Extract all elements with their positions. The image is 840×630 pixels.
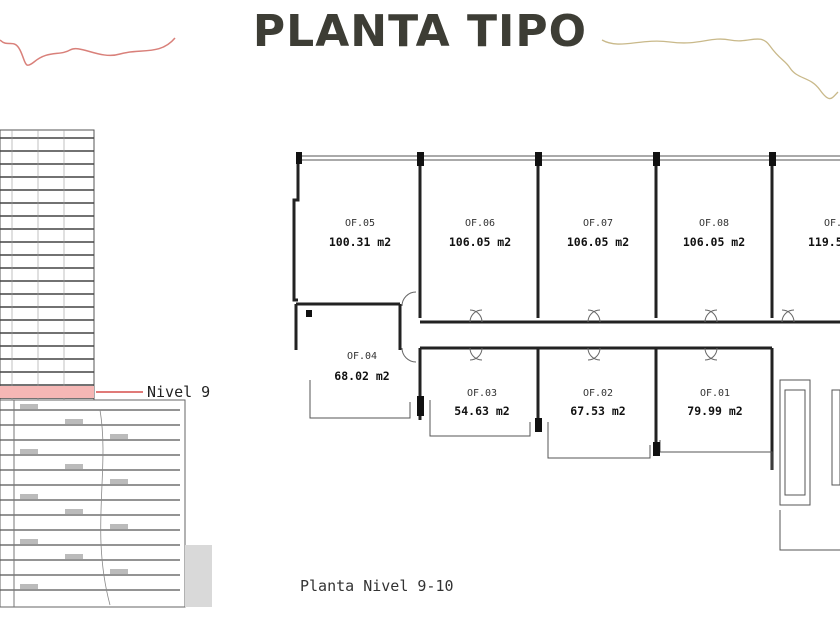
office-area: 68.02 m2: [334, 369, 389, 383]
office-id: OF.03: [467, 388, 497, 399]
car-silhouette: [65, 509, 83, 514]
office-area: 100.31 m2: [329, 235, 391, 249]
car-silhouette: [65, 464, 83, 469]
car-silhouette: [20, 449, 38, 454]
office-id: OF.08: [699, 218, 729, 229]
ground-block: [185, 545, 212, 607]
decorative-line-left: [0, 37, 176, 66]
page-title: PLANTA TIPO: [252, 6, 588, 57]
car-silhouette: [110, 524, 128, 529]
car-silhouette: [110, 434, 128, 439]
car-silhouette: [20, 404, 38, 409]
podium-parking: [0, 399, 186, 608]
office-area: 79.99 m2: [687, 404, 742, 418]
podium-outline: [0, 399, 186, 608]
car-silhouette: [110, 569, 128, 574]
office-id: OF.01: [700, 388, 730, 399]
office-id: OF.05: [345, 218, 375, 229]
car-silhouette: [20, 494, 38, 499]
office-area: 106.05 m2: [449, 235, 511, 249]
car-silhouette: [20, 584, 38, 589]
office-id: OF.: [824, 218, 840, 229]
ramp-line: [99, 409, 111, 606]
building-section: Nivel 9: [0, 129, 212, 608]
office-id: OF.06: [465, 218, 495, 229]
office-labels: OF.05 100.31 m2 OF.06 106.05 m2 OF.07 10…: [329, 218, 840, 418]
floor-plan: OF.05 100.31 m2 OF.06 106.05 m2 OF.07 10…: [292, 152, 840, 595]
car-silhouette: [20, 539, 38, 544]
plan-caption: Planta Nivel 9-10: [300, 577, 454, 595]
office-area: 54.63 m2: [454, 404, 509, 418]
office-id: OF.07: [583, 218, 613, 229]
level-9-highlight: [0, 386, 94, 398]
office-area: 119.5: [808, 235, 840, 249]
car-silhouette: [110, 479, 128, 484]
office-id: OF.04: [347, 351, 377, 362]
office-area: 67.53 m2: [570, 404, 625, 418]
office-area: 106.05 m2: [567, 235, 629, 249]
plan-walls: [292, 155, 840, 551]
decorative-line-right: [601, 38, 839, 100]
plan-columns: [296, 152, 776, 456]
plan-doors: [401, 291, 795, 363]
car-silhouette: [65, 419, 83, 424]
level-9-label: Nivel 9: [147, 383, 210, 401]
office-area: 106.05 m2: [683, 235, 745, 249]
car-silhouette: [65, 554, 83, 559]
tower-floors: [0, 129, 95, 401]
office-id: OF.02: [583, 388, 613, 399]
